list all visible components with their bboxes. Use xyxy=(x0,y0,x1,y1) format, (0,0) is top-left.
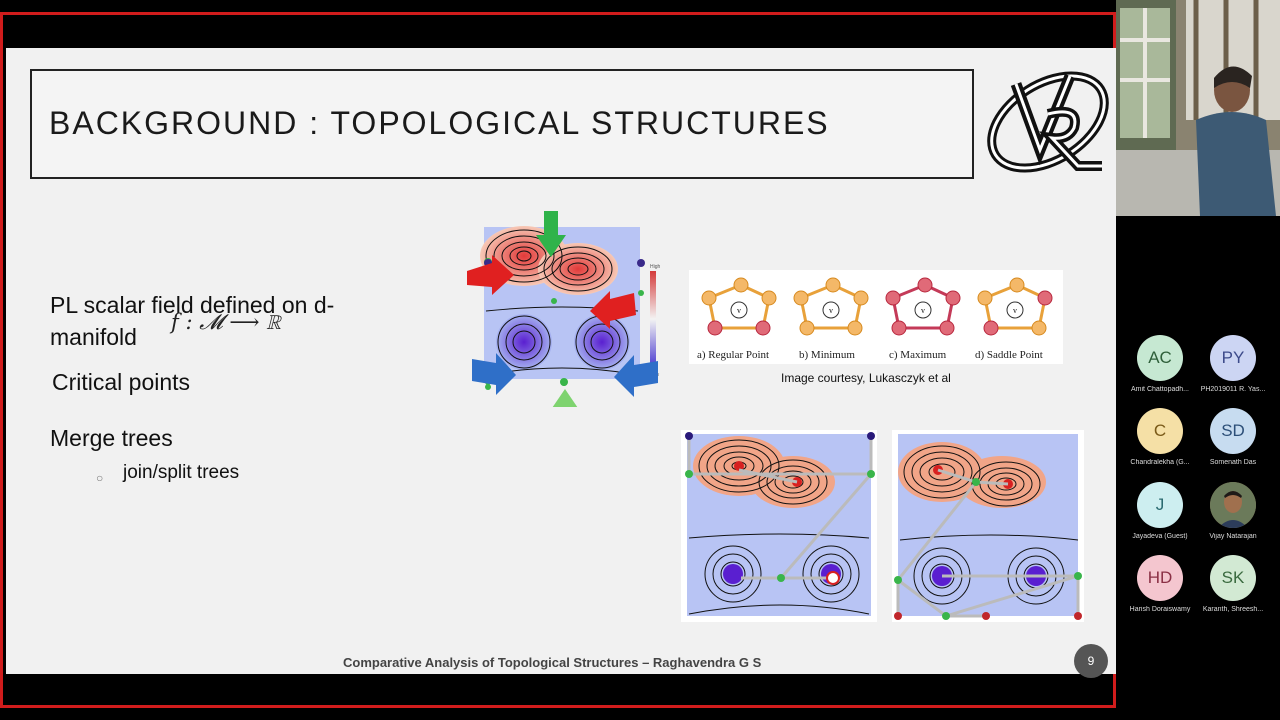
screen-share-frame: BACKGROUND : TOPOLOGICAL STRUCTURES PL s… xyxy=(0,12,1116,708)
slide-title: BACKGROUND : TOPOLOGICAL STRUCTURES xyxy=(49,105,830,141)
participant-tile[interactable]: HD Harish Doraiswamy xyxy=(1115,555,1205,625)
vrl-logo xyxy=(987,71,1109,173)
vertex-label: v xyxy=(1013,306,1017,315)
participant-avatar: AC xyxy=(1137,335,1183,381)
participant-tile[interactable]: AC Amit Chattopadh... xyxy=(1115,335,1205,405)
label-maximum: c) Maximum xyxy=(889,349,947,361)
presenter-video[interactable] xyxy=(1116,0,1280,216)
vertex-label: v xyxy=(737,306,741,315)
vertex-label: v xyxy=(921,306,925,315)
participant-name: Chandralekha (G... xyxy=(1130,459,1190,466)
label-minimum: b) Minimum xyxy=(799,349,855,361)
participant-avatar: J xyxy=(1137,482,1183,528)
participant-tile[interactable]: PY PH2019011 R. Yas... xyxy=(1188,335,1278,405)
participant-avatar: C xyxy=(1137,408,1183,454)
text-scalar-field: PL scalar field defined on d- xyxy=(50,292,335,318)
slide-title-box: BACKGROUND : TOPOLOGICAL STRUCTURES xyxy=(30,69,974,179)
scalar-field-figure: High Low xyxy=(467,211,661,407)
saddle-point-diagram xyxy=(977,277,1053,336)
join-tree-figure xyxy=(681,430,877,622)
participant-avatar: SK xyxy=(1210,555,1256,601)
label-regular-point: a) Regular Point xyxy=(697,349,769,361)
participant-name: Amit Chattopadh... xyxy=(1131,386,1189,393)
label-saddle-point: d) Saddle Point xyxy=(975,349,1043,361)
image-caption: Image courtesy, Lukasczyk et al xyxy=(781,371,951,385)
colorbar-high-label: High xyxy=(650,264,661,270)
participant-name: Jayadeva (Guest) xyxy=(1132,533,1188,540)
vertex-label: v xyxy=(829,306,833,315)
participant-avatar: PY xyxy=(1210,335,1256,381)
participant-avatar: SD xyxy=(1210,408,1256,454)
formula-scalar-function: f : 𝓜 ⟶ ℝ xyxy=(171,310,282,334)
participant-tile[interactable]: Vijay Natarajan xyxy=(1188,482,1278,552)
participant-name: Karanth, Shreesh... xyxy=(1202,606,1264,613)
critical-point-types-figure: a) Regular Point b) Minimum c) Maximum d… xyxy=(689,270,1063,364)
page-number-badge: 9 xyxy=(1074,644,1108,678)
participant-name: Harish Doraiswamy xyxy=(1129,606,1191,613)
participant-tile[interactable]: SK Karanth, Shreesh... xyxy=(1188,555,1278,625)
minimum-diagram xyxy=(793,277,869,336)
text-merge-trees: Merge trees xyxy=(50,425,173,451)
participant-name: Somenath Das xyxy=(1209,459,1257,466)
bullet-icon: ○ xyxy=(96,471,104,485)
split-tree-figure xyxy=(892,430,1084,622)
text-critical-points: Critical points xyxy=(52,369,191,395)
slide-footer: Comparative Analysis of Topological Stru… xyxy=(343,655,762,670)
participant-name: PH2019011 R. Yas... xyxy=(1200,386,1266,393)
presentation-slide: BACKGROUND : TOPOLOGICAL STRUCTURES PL s… xyxy=(6,48,1116,678)
participant-name: Vijay Natarajan xyxy=(1209,533,1257,540)
regular-point-diagram xyxy=(701,277,777,336)
text-join-split-trees: join/split trees xyxy=(123,462,240,483)
text-manifold: manifold xyxy=(50,324,137,350)
participant-tile[interactable]: C Chandralekha (G... xyxy=(1115,408,1205,478)
participant-tile[interactable]: J Jayadeva (Guest) xyxy=(1115,482,1205,552)
participant-tile[interactable]: SD Somenath Das xyxy=(1188,408,1278,478)
participant-avatar: HD xyxy=(1137,555,1183,601)
maximum-diagram xyxy=(885,277,961,336)
participant-photo-avatar xyxy=(1210,482,1256,528)
